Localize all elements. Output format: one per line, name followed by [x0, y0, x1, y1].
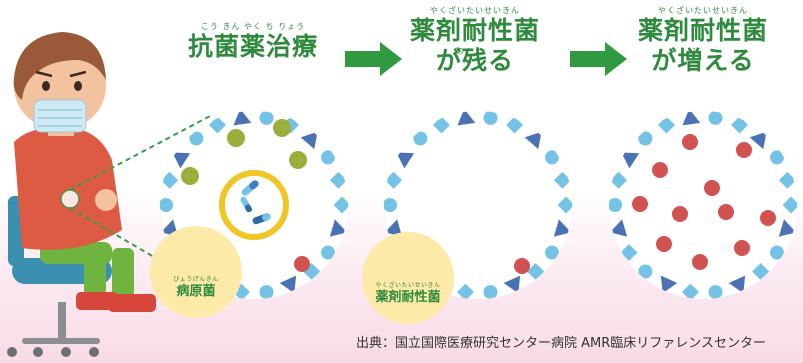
- wall-triangle: [172, 152, 191, 169]
- wall-triangle: [660, 275, 678, 294]
- wall-diamond: [620, 244, 638, 262]
- wall-dot: [384, 198, 397, 212]
- wall-dot: [160, 198, 173, 212]
- stage-3-ruby: やくざいたいせいきん: [658, 6, 748, 15]
- wall-triangle: [682, 111, 701, 126]
- wall-triangle: [457, 111, 476, 126]
- wall-diamond: [557, 196, 572, 214]
- stage-3-title: やくざいたいせいきん 薬剤耐性菌 ふ が増える: [628, 6, 778, 76]
- wall-dot: [708, 285, 723, 299]
- wall-dot: [609, 198, 622, 212]
- wall-diamond: [208, 116, 226, 134]
- stage-1-title: こう きん やく ち りょう 抗菌薬治療: [178, 22, 328, 62]
- wall-triangle: [396, 152, 415, 169]
- stage-1-title-line1: 抗菌薬治療: [187, 32, 318, 61]
- wall-diamond: [610, 171, 628, 189]
- wall-dot: [545, 150, 560, 165]
- wall-dot: [321, 150, 336, 165]
- stage-2-title-line1: 薬剤耐性菌: [409, 16, 540, 45]
- wall-diamond: [731, 116, 749, 134]
- wall-dot: [259, 111, 274, 125]
- wall-dot: [770, 245, 785, 260]
- antibiotic-capsule-icon: [219, 170, 289, 240]
- wall-dot: [638, 131, 653, 146]
- wall-diamond: [333, 196, 348, 214]
- legend-resistant-ruby: やくざいたいせいきん: [375, 282, 441, 289]
- wall-dot: [189, 131, 204, 146]
- wall-diamond: [432, 116, 450, 134]
- resistant-bacterium: [294, 256, 310, 272]
- stage-2-ruby2: のこ: [456, 47, 474, 56]
- wall-dot: [545, 245, 560, 260]
- patient-figure: [7, 32, 156, 357]
- wall-triangle: [553, 219, 572, 237]
- wall-diamond: [657, 116, 675, 134]
- wall-triangle: [621, 152, 640, 169]
- wall-dot: [321, 245, 336, 260]
- stage-3-title-line2: が増える: [651, 46, 755, 75]
- legend-pathogen-label: 病原菌: [176, 284, 216, 299]
- legend-resistant: やくざいたいせいきん 薬剤耐性菌: [362, 232, 454, 324]
- cell-wall-pattern: [609, 111, 797, 299]
- wall-dot: [708, 111, 723, 125]
- pathogen-bacteria: [181, 119, 307, 185]
- stage-3-ruby2: ふ: [690, 47, 699, 56]
- wall-triangle: [300, 131, 318, 150]
- wall-dot: [483, 111, 498, 125]
- wall-diamond: [161, 171, 179, 189]
- wall-diamond: [506, 116, 524, 134]
- legend-pathogen-ruby: びょうげんきん: [173, 276, 219, 283]
- resistant-bacteria-cluster: [632, 134, 776, 270]
- wall-diamond: [553, 171, 571, 189]
- wall-diamond: [782, 196, 797, 214]
- wall-triangle: [728, 275, 746, 294]
- cell-wall-pattern: [384, 111, 572, 299]
- stage-2-title-line2: が残る: [435, 46, 514, 75]
- wall-triangle: [749, 131, 767, 150]
- wall-diamond: [778, 171, 796, 189]
- right-arrow-icon: [570, 42, 627, 76]
- wall-triangle: [778, 219, 797, 237]
- wall-triangle: [503, 275, 521, 294]
- wall-triangle: [329, 219, 348, 237]
- wall-dot: [638, 264, 653, 279]
- stage-2-ruby: やくざいたいせいきん: [430, 6, 520, 15]
- wall-triangle: [279, 275, 297, 294]
- wall-dot: [259, 285, 274, 299]
- wall-triangle: [233, 111, 252, 126]
- resistant-bacterium: [514, 258, 530, 274]
- stage-2-title: やくざいたいせいきん 薬剤耐性菌 のこ が残る: [400, 6, 550, 76]
- wall-diamond: [385, 171, 403, 189]
- wall-triangle: [524, 131, 542, 150]
- source-credit: 出典：国立国際医療研究センター病院 AMR臨床リファレンスセンター: [356, 336, 767, 351]
- legend-pathogen: びょうげんきん 病原菌: [150, 226, 242, 318]
- wall-diamond: [456, 283, 474, 299]
- stage-1-ruby: こう きん やく ち りょう: [200, 22, 306, 31]
- circle-stage-3: [609, 111, 797, 299]
- wall-diamond: [752, 263, 770, 280]
- wall-diamond: [527, 263, 545, 280]
- wall-dot: [770, 150, 785, 165]
- wall-triangle: [609, 219, 628, 237]
- stage-3-title-line2-wrap: ふ が増える: [628, 46, 778, 76]
- stage-2-title-line2-wrap: のこ が残る: [400, 46, 550, 76]
- wall-dot: [413, 131, 428, 146]
- right-arrow-icon: [345, 42, 402, 76]
- legend-resistant-label: 薬剤耐性菌: [375, 290, 441, 305]
- wall-dot: [483, 285, 498, 299]
- wall-diamond: [681, 283, 699, 299]
- wall-diamond: [329, 171, 347, 189]
- stage-3-title-line1: 薬剤耐性菌: [637, 16, 768, 45]
